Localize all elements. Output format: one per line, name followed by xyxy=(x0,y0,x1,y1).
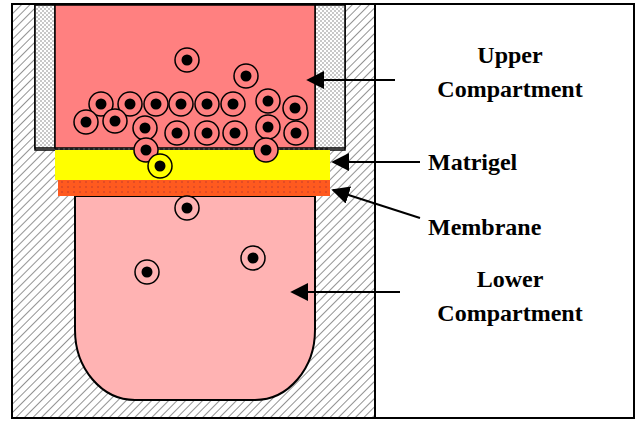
frame xyxy=(12,4,634,418)
cell xyxy=(165,121,189,145)
cell xyxy=(234,64,258,88)
holder-edge xyxy=(374,5,376,417)
matrigel-layer xyxy=(55,150,330,180)
region-label: Upper Compartment xyxy=(415,38,605,106)
cell xyxy=(221,92,245,116)
cell xyxy=(241,246,265,270)
cell xyxy=(254,138,278,162)
membrane-layer xyxy=(58,180,330,196)
cell xyxy=(148,154,172,178)
layer-label: Matrigel xyxy=(428,145,608,179)
leader-arrow xyxy=(292,291,400,293)
insert-wall xyxy=(35,5,55,148)
cell xyxy=(256,115,280,139)
leader-arrow xyxy=(308,79,395,81)
cell xyxy=(144,92,168,116)
cell xyxy=(175,196,199,220)
cell xyxy=(283,96,307,120)
leader-arrow xyxy=(333,161,420,163)
region-label: Lower Compartment xyxy=(415,262,605,330)
cell xyxy=(74,110,98,134)
cell xyxy=(195,121,219,145)
cell xyxy=(284,121,308,145)
cell xyxy=(195,92,219,116)
lower-compartment xyxy=(75,196,315,400)
cell xyxy=(175,48,199,72)
well-opening xyxy=(35,5,345,150)
cells xyxy=(74,48,308,284)
well-holder xyxy=(13,5,375,417)
leader-arrow xyxy=(333,190,420,218)
cell xyxy=(256,89,280,113)
layer-label: Membrane xyxy=(428,210,608,244)
insert-wall xyxy=(315,5,345,148)
insert-bottom xyxy=(55,149,330,150)
upper-compartment xyxy=(55,5,315,148)
cell xyxy=(223,121,247,145)
cell xyxy=(169,92,193,116)
cell xyxy=(133,116,157,140)
cell xyxy=(135,260,159,284)
cell xyxy=(103,109,127,133)
